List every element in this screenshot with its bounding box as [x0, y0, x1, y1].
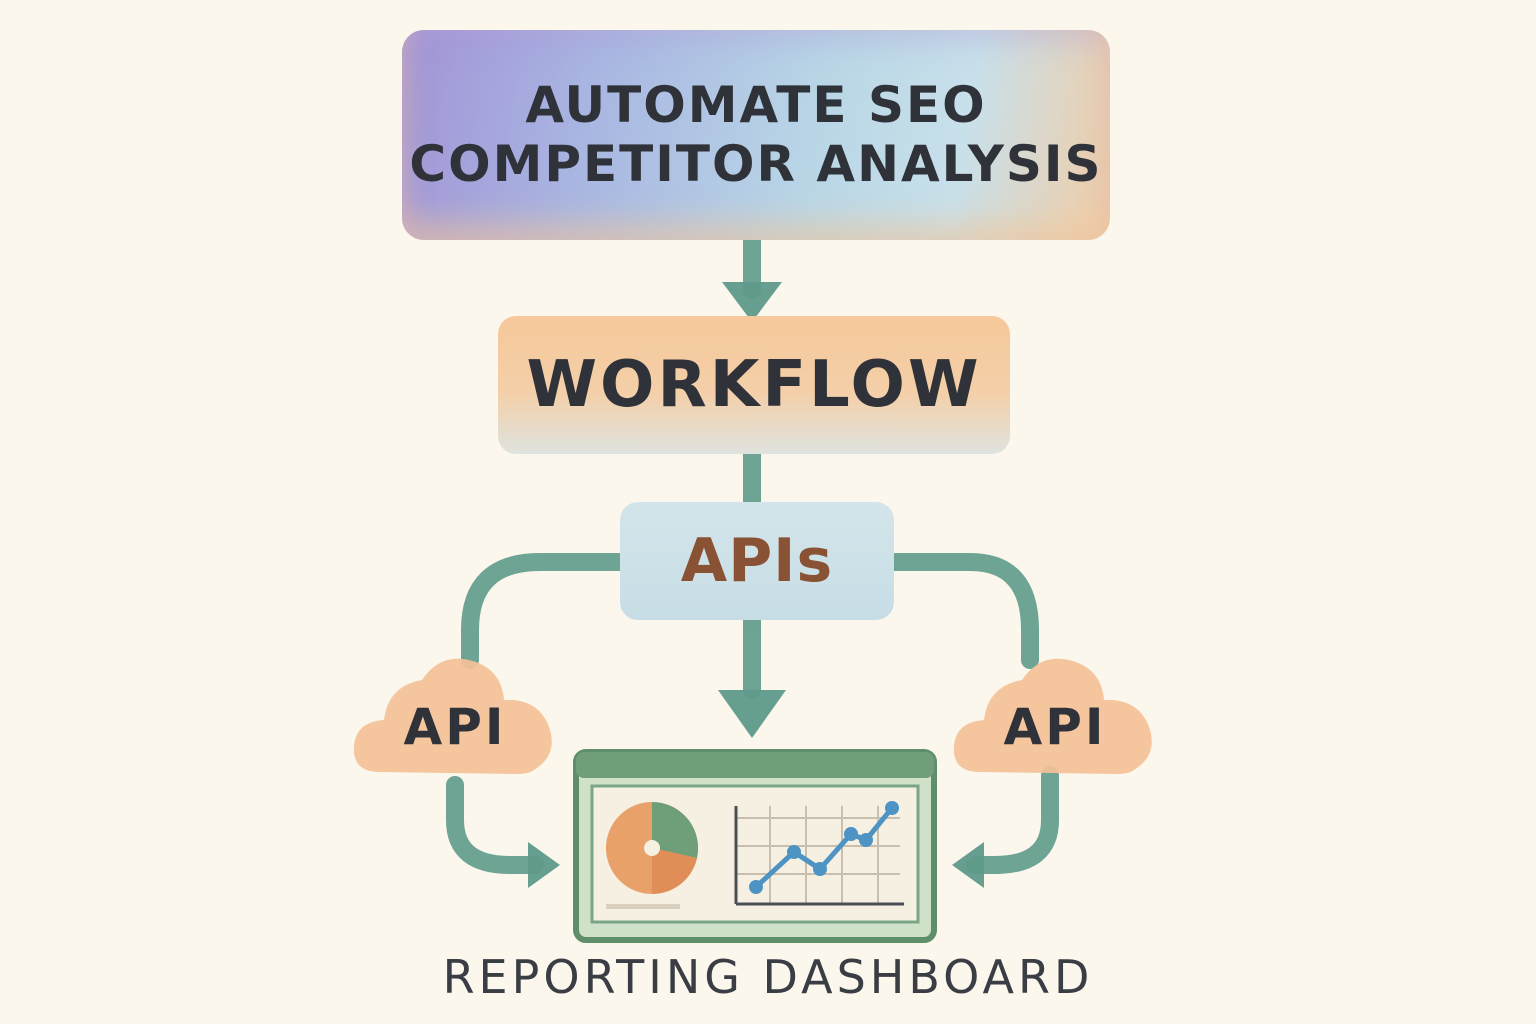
cloud-icon — [953, 658, 1152, 774]
left-api-cloud: API — [350, 650, 560, 780]
title-box: AUTOMATE SEO COMPETITOR ANALYSIS — [402, 30, 1110, 240]
arrow-apis-to-left-api — [461, 553, 629, 669]
arrowhead-apis-to-dashboard — [718, 690, 786, 738]
pie-chart-icon — [606, 801, 699, 895]
dashboard-titlebar — [576, 752, 934, 778]
apis-label: APIs — [680, 526, 834, 596]
arrow-right-api-to-dashboard — [966, 766, 1059, 874]
title-line-2: COMPETITOR ANALYSIS — [409, 135, 1103, 193]
workflow-label: WORKFLOW — [526, 348, 982, 422]
arrow-apis-to-right-api — [885, 553, 1039, 669]
right-api-cloud: API — [950, 650, 1160, 780]
arrow-left-api-to-dashboard — [446, 776, 544, 874]
title-line-1: AUTOMATE SEO — [525, 76, 987, 134]
workflow-box: WORKFLOW — [498, 316, 1010, 454]
apis-box: APIs — [620, 502, 894, 620]
line-chart-icon — [734, 801, 904, 906]
dashboard-label: REPORTING DASHBOARD — [442, 950, 1094, 1004]
arrowhead-left-api-to-dashboard — [528, 842, 560, 888]
cloud-icon — [353, 658, 552, 774]
arrowhead-right-api-to-dashboard — [952, 842, 984, 888]
right-api-label: API — [1003, 698, 1107, 756]
left-api-label: API — [403, 698, 507, 756]
arrowhead-title-to-workflow — [722, 282, 782, 322]
